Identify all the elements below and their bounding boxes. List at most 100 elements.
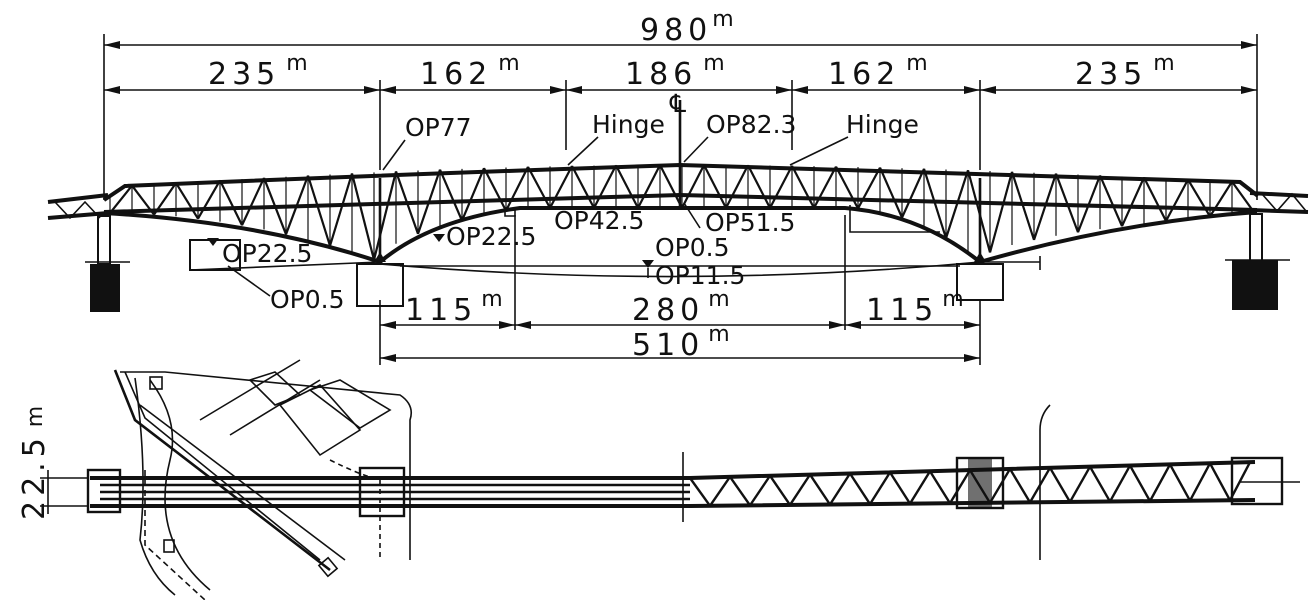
truss-diagonal bbox=[813, 166, 837, 209]
plan-truss-diagonal bbox=[809, 473, 831, 506]
arrow-head bbox=[829, 321, 845, 329]
truss-diagonal bbox=[1143, 176, 1167, 222]
truss-diagonal bbox=[416, 169, 442, 235]
truss-diagonal bbox=[241, 177, 265, 226]
truss-diagonal bbox=[835, 166, 859, 210]
arrow-head bbox=[566, 86, 582, 94]
right-berth-line bbox=[849, 205, 940, 233]
level-marker bbox=[642, 260, 654, 268]
truss-diagonal bbox=[988, 171, 1014, 253]
truss-diagonal bbox=[747, 164, 771, 209]
truss-diagonal bbox=[857, 167, 881, 210]
arrow-head bbox=[499, 321, 515, 329]
arrow-head bbox=[776, 86, 792, 94]
dimension-total: 980m bbox=[640, 7, 739, 48]
truss-diagonal bbox=[1098, 175, 1124, 227]
truss-diagonal bbox=[1187, 178, 1211, 218]
plan-truss-diagonal bbox=[948, 469, 972, 504]
label-op515: OP51.5 bbox=[705, 208, 795, 237]
end-pier-left bbox=[97, 215, 111, 265]
centerline-label: ℄ bbox=[669, 89, 686, 118]
plan-truss-diagonal bbox=[689, 477, 711, 507]
arrow-head bbox=[1241, 41, 1257, 49]
arrow-head bbox=[104, 41, 120, 49]
truss-diagonal bbox=[637, 164, 661, 209]
leader-line bbox=[382, 139, 406, 171]
truss-diagonal bbox=[703, 164, 727, 209]
plan-truss-diagonal bbox=[868, 471, 892, 505]
water-bottom-curve bbox=[379, 261, 981, 278]
truss-diagonal bbox=[284, 175, 310, 235]
truss-diagonal bbox=[219, 179, 243, 226]
plan-truss-diagonal bbox=[1068, 466, 1092, 503]
truss-diagonal bbox=[175, 182, 199, 220]
plan-truss-diagonal bbox=[1088, 466, 1112, 503]
plan-truss-diagonal bbox=[1008, 468, 1032, 504]
leader-line bbox=[683, 136, 709, 163]
truss-diagonal bbox=[944, 169, 970, 239]
approach-lattice-left bbox=[54, 200, 101, 220]
plan-truss-diagonal bbox=[888, 471, 912, 505]
truss-diagonal bbox=[791, 165, 815, 209]
label-op225-left: OP22.5 bbox=[222, 239, 312, 268]
truss-diagonal bbox=[527, 166, 551, 209]
diagonal-rail bbox=[139, 404, 346, 561]
truss-diagonal bbox=[438, 169, 464, 222]
arrow-head bbox=[380, 354, 396, 362]
leader-line bbox=[227, 265, 271, 297]
approach-deck-right bbox=[1249, 191, 1309, 214]
truss-diagonal bbox=[571, 165, 595, 209]
truss-diagonal bbox=[1032, 173, 1058, 241]
truss-diagonal bbox=[1120, 177, 1146, 227]
pier-footing-right bbox=[956, 263, 1004, 301]
plan-truss-diagonal bbox=[1188, 462, 1212, 502]
building-block bbox=[248, 371, 302, 406]
end-pier-plan-right bbox=[1230, 456, 1284, 506]
leader-line bbox=[567, 136, 599, 166]
section-line-right bbox=[1039, 404, 1051, 560]
diagonal-road-edge bbox=[124, 371, 321, 561]
plan-truss-diagonal bbox=[1148, 463, 1172, 502]
plan-truss-diagonal bbox=[1128, 464, 1152, 502]
plan-truss-diagonal bbox=[1208, 462, 1232, 501]
approach-lattice-right bbox=[1261, 192, 1307, 213]
embankment-line bbox=[189, 261, 381, 271]
label-op425: OP42.5 bbox=[554, 206, 644, 235]
label-op05-left: OP0.5 bbox=[270, 285, 345, 314]
end-pier-right bbox=[1249, 213, 1263, 263]
truss-diagonal bbox=[394, 171, 420, 235]
shore-curve bbox=[149, 379, 211, 591]
building-mark bbox=[149, 376, 163, 390]
level-marker bbox=[433, 234, 445, 242]
truss-diagonal bbox=[1231, 180, 1255, 213]
approach-deck-left bbox=[47, 193, 109, 220]
dashed-boundary bbox=[329, 459, 381, 560]
bearing-right bbox=[974, 252, 986, 262]
arrow-head bbox=[980, 86, 996, 94]
plan-truss-diagonal bbox=[1048, 467, 1072, 503]
truss-diagonal bbox=[328, 173, 354, 247]
truss-diagonal bbox=[593, 164, 617, 209]
truss-diagonal bbox=[725, 164, 749, 209]
label-hinge-right: Hinge bbox=[846, 110, 919, 139]
arrow-head bbox=[1241, 86, 1257, 94]
truss-diagonal bbox=[1054, 173, 1080, 233]
shore-dashed bbox=[144, 470, 206, 600]
truss-diagonal bbox=[1076, 175, 1102, 233]
truss-diagonal bbox=[659, 164, 683, 209]
street-lines bbox=[199, 359, 321, 436]
label-hinge-left: Hinge bbox=[592, 110, 665, 139]
dimension-width: 22.5m bbox=[17, 401, 52, 520]
building-block bbox=[278, 384, 362, 457]
bearing-left bbox=[374, 252, 386, 262]
truss-diagonal bbox=[878, 167, 904, 219]
arrow-head bbox=[964, 354, 980, 362]
